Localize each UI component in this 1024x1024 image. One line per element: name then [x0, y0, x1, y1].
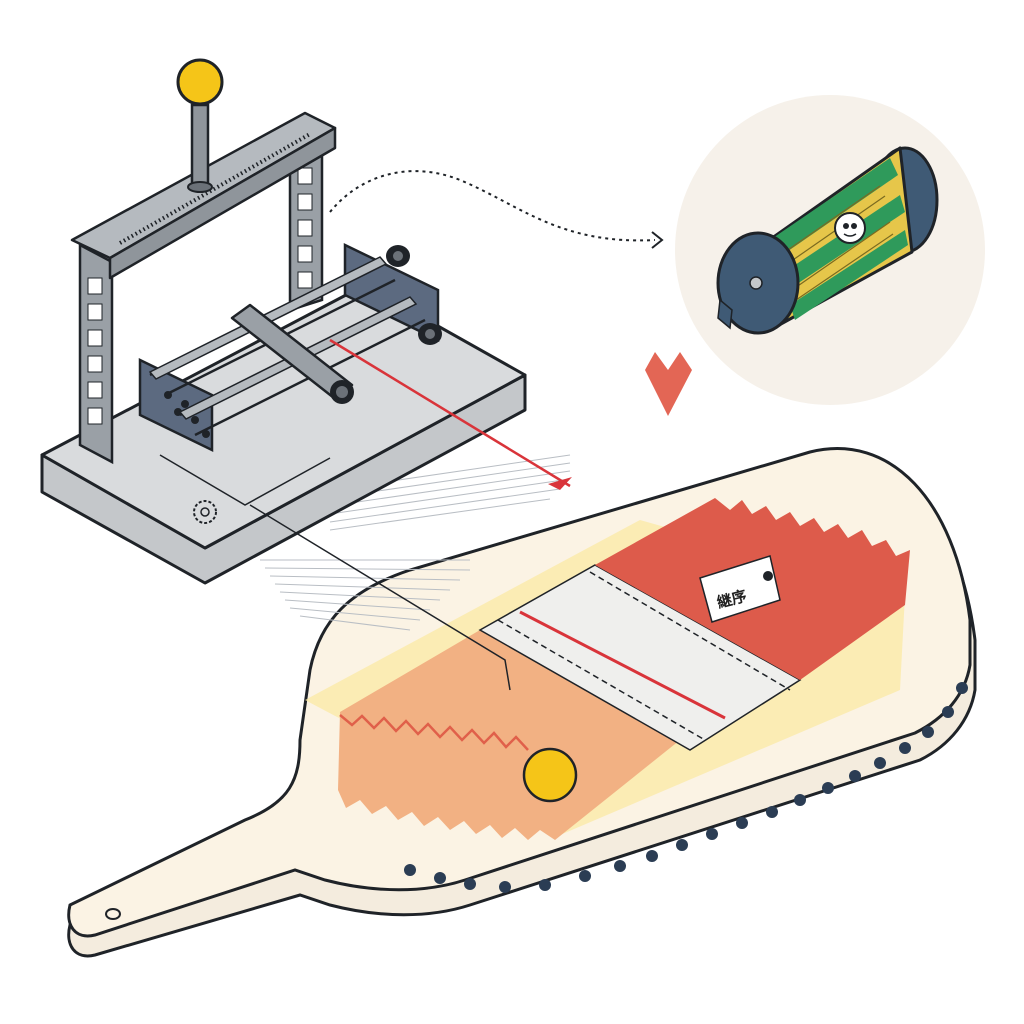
pickleball-paddle: 継序 — [67, 447, 977, 958]
gear-icon — [193, 500, 217, 524]
pickleball-ball — [522, 747, 578, 803]
orange-fiber-sheet — [338, 630, 705, 840]
connector-arrowhead — [651, 231, 664, 249]
roller-cap-top — [386, 245, 410, 267]
detail-inset — [675, 95, 985, 405]
label-card: 継序 — [699, 555, 781, 623]
spindle-bar — [230, 303, 354, 404]
base-marking — [159, 454, 331, 506]
down-arrow-icon — [645, 352, 692, 416]
guide-line — [249, 504, 511, 691]
laminate-dashed-line-2 — [589, 571, 791, 691]
laser-beam-tip — [548, 477, 572, 490]
handle-hole — [105, 908, 121, 920]
machine-base-top — [40, 283, 527, 550]
lever-ball-knob[interactable] — [176, 58, 224, 106]
laminate-red-line — [519, 610, 726, 720]
fiber-roll-icon — [716, 146, 939, 335]
edge-guard-dots — [404, 682, 968, 893]
lever-handle[interactable] — [176, 58, 224, 193]
dotted-connector-curve — [329, 170, 656, 242]
label-card-dot — [763, 571, 773, 581]
fiber-strands — [260, 454, 571, 631]
fiber-winding-machine — [40, 58, 572, 691]
roller-cap-bottom — [418, 323, 442, 345]
frame-right-pillar — [288, 138, 324, 312]
frame-left-pillar — [78, 242, 114, 465]
orange-sheet-zigzag — [339, 714, 529, 751]
laser-beam — [329, 338, 571, 488]
